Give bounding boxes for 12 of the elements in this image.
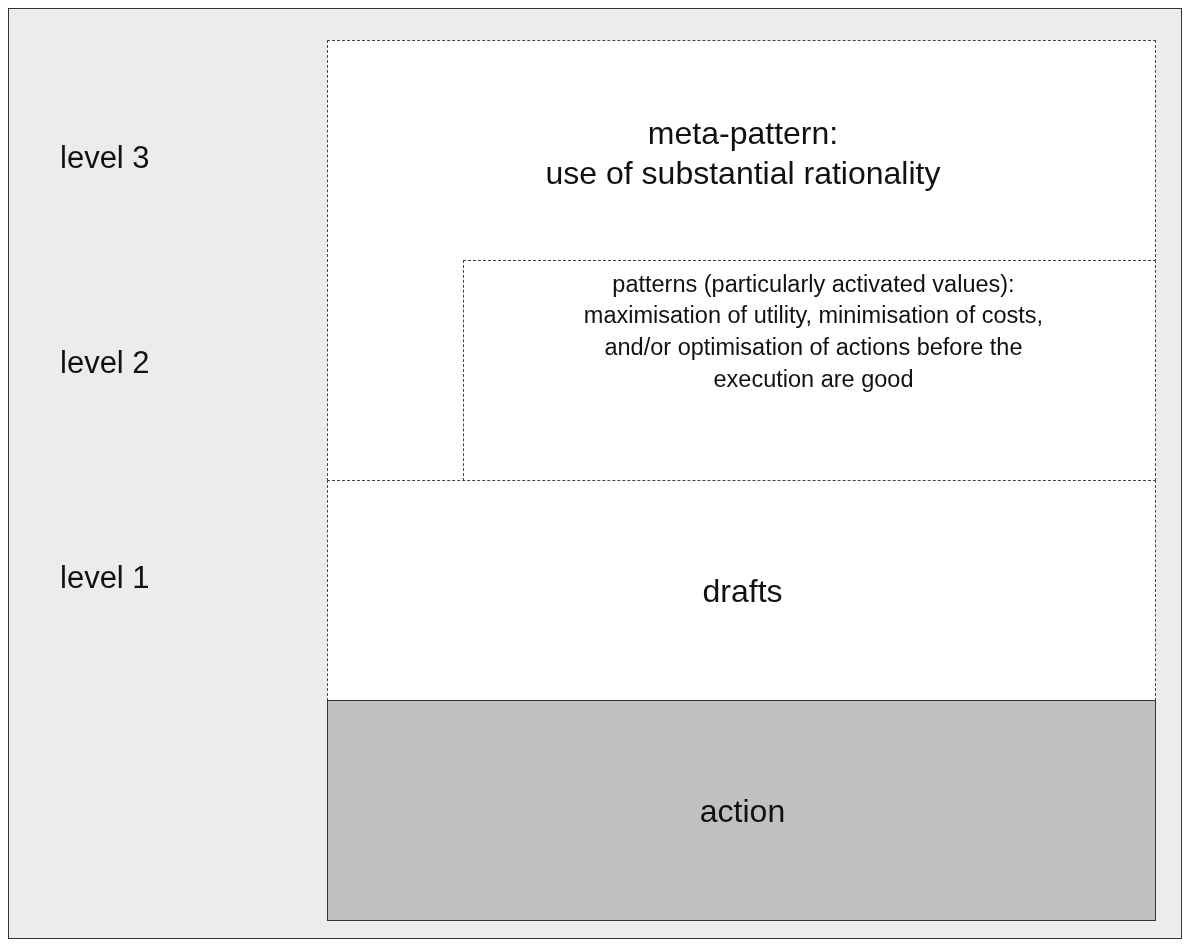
node-label: drafts: [701, 572, 784, 611]
node-label: patterns (particularly activated values): maximisation of utility, minimisation of costs, and/or optimisation of actions before the execution are good: [583, 269, 1044, 394]
action-box: [327, 700, 1156, 921]
level-label: level 2: [60, 345, 150, 381]
meta-pattern-area: [327, 40, 1156, 481]
level-label: level 1: [60, 560, 150, 596]
heading-subtitle: use of substantial rationality: [544, 154, 942, 193]
heading: meta-pattern:: [646, 114, 840, 153]
node-label: action: [698, 792, 787, 831]
level-label: level 3: [60, 140, 150, 176]
drafts-box: [327, 480, 1156, 701]
pattern-box: [462, 259, 1156, 481]
